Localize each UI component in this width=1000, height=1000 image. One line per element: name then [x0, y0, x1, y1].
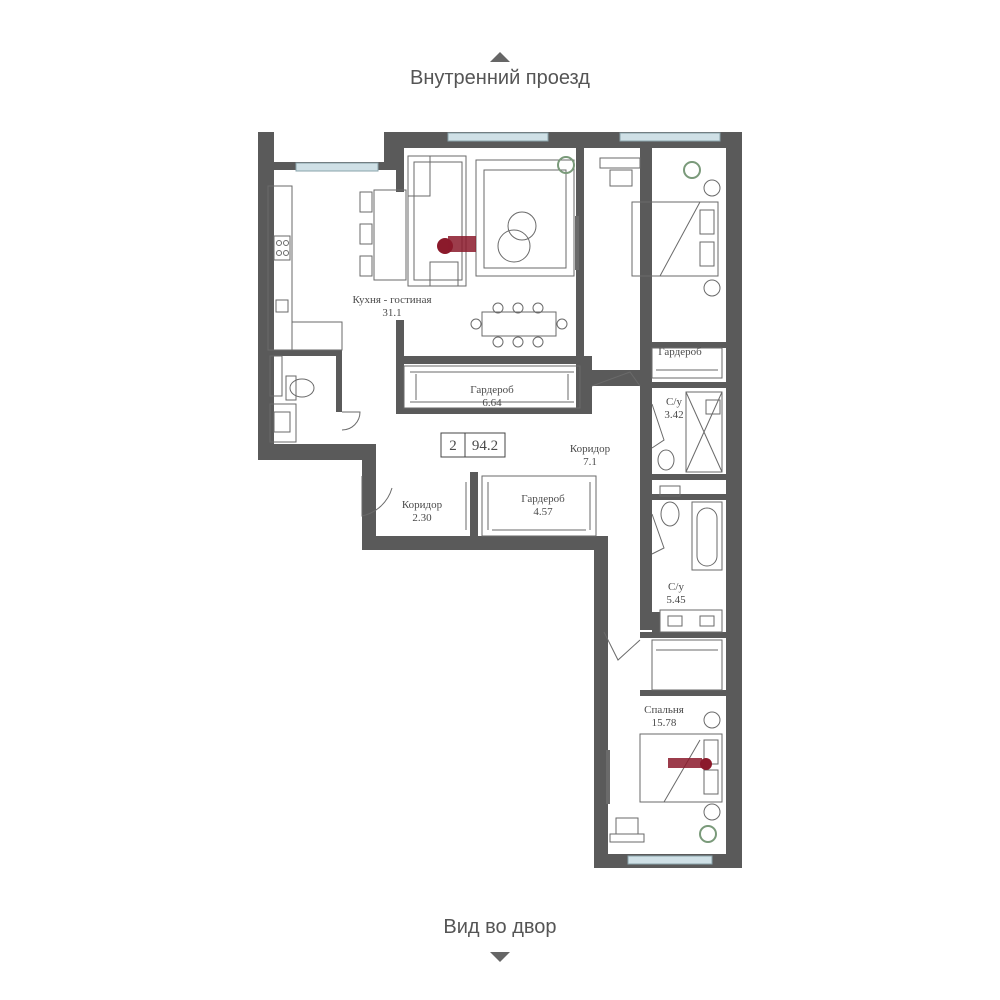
corridor-2-area: 2.30 — [412, 512, 432, 524]
bedroom-1-furniture — [599, 157, 723, 379]
total-area: 94.2 — [472, 438, 498, 454]
wardrobe-1-area: 6.64 — [482, 397, 502, 409]
north-arrow-icon — [490, 52, 510, 62]
wardrobe-1-name: Гардероб — [470, 384, 514, 396]
plant-icon — [683, 161, 701, 179]
interior-walls — [268, 148, 726, 696]
plant-icon — [557, 156, 575, 174]
corridor-1-name: Коридор — [570, 443, 611, 455]
doors — [341, 371, 665, 661]
bath-1-name: С/у — [666, 396, 682, 408]
living-furniture — [407, 155, 579, 348]
bath-1-furniture — [657, 391, 723, 473]
wardrobe-3-furniture — [465, 475, 597, 537]
wardrobe-1-furniture — [403, 365, 581, 409]
guest-wc-furniture — [269, 355, 315, 443]
kitchen-furniture — [267, 185, 407, 351]
windows — [295, 132, 721, 865]
bath-2-name: С/у — [668, 581, 684, 593]
room-labels: Кухня - гостиная 31.1 Гардероб 6.64 Гард… — [352, 294, 702, 729]
bath-2-area: 5.45 — [666, 594, 686, 606]
kitchen-living-area: 31.1 — [382, 307, 401, 319]
wardrobe-3-name: Гардероб — [521, 493, 565, 505]
wardrobe-3-area: 4.57 — [533, 506, 553, 518]
view-label: Вид во двор — [443, 916, 556, 938]
corridor-1-area: 7.1 — [583, 456, 597, 468]
bedroom-2-furniture — [606, 639, 723, 843]
corridor-2-name: Коридор — [402, 499, 443, 511]
bedroom-area: 15.78 — [652, 717, 677, 729]
apartment-badge: 2 94.2 — [440, 432, 506, 458]
south-arrow-icon — [490, 952, 510, 962]
bath-2-furniture — [659, 485, 723, 633]
bath-1-area: 3.42 — [664, 409, 683, 421]
bedroom-name: Спальня — [644, 704, 684, 716]
street-label: Внутренний проезд — [410, 67, 590, 89]
wardrobe-2-name: Гардероб — [658, 346, 702, 358]
kitchen-living-name: Кухня - гостиная — [352, 294, 431, 306]
person-icon — [700, 758, 712, 770]
plant-icon — [699, 825, 717, 843]
room-count: 2 — [449, 438, 457, 454]
